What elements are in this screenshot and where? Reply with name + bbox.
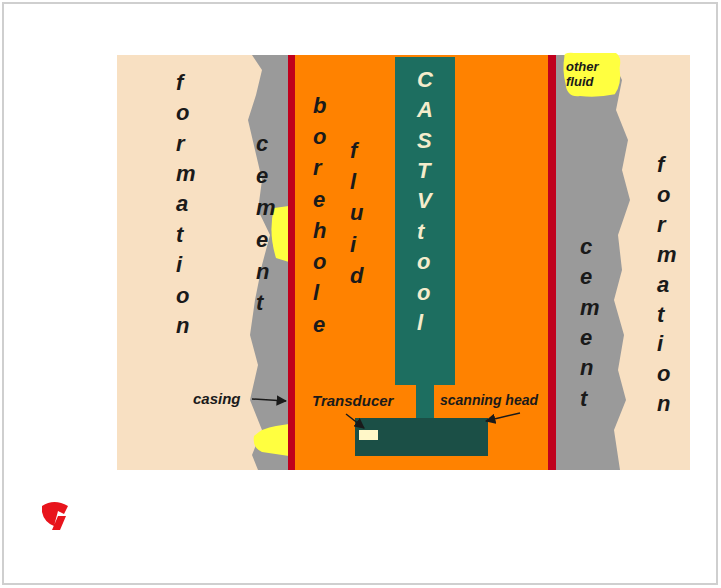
fluid-pocket [254, 424, 289, 456]
part-label: casing [193, 390, 241, 408]
borehole-fluid [294, 55, 548, 470]
region-label: fluid [350, 135, 351, 291]
slide-frame [3, 3, 717, 584]
leader-line [486, 413, 520, 421]
tool-body: CASTV tool [395, 57, 455, 385]
tool-stem [416, 384, 434, 420]
fluid-pocket: other fluid [562, 52, 622, 98]
transducer [359, 430, 378, 440]
region-label: formation [657, 150, 658, 419]
region-label: other fluid [566, 60, 618, 90]
scanning-head [355, 418, 488, 456]
leader-line [346, 414, 364, 428]
leader-line [252, 399, 286, 401]
formation-ground [117, 55, 690, 470]
cement-left [248, 55, 289, 470]
region-label: borehole [313, 90, 314, 340]
region-label: cement [580, 232, 581, 414]
company-logo [42, 502, 68, 530]
fluid-pocket [271, 206, 289, 262]
casing-left [288, 55, 295, 470]
region-label: cement [256, 128, 257, 319]
part-label: Transducer [312, 392, 393, 410]
cement-right [556, 55, 630, 470]
tool-label: CASTV tool [417, 65, 418, 338]
region-label: formation [176, 68, 177, 341]
casing-right [548, 55, 556, 470]
part-label: scanning head [440, 392, 538, 409]
